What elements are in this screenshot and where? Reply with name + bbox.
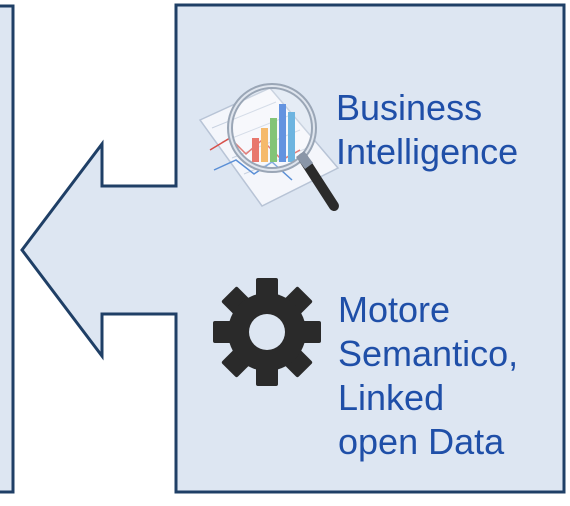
label-line: Business bbox=[336, 87, 483, 128]
magnifier-chart-icon bbox=[198, 83, 340, 211]
label-line: Intelligence bbox=[336, 131, 519, 172]
label-line: Motore bbox=[338, 289, 451, 330]
left-panel bbox=[0, 4, 15, 494]
gear-icon bbox=[213, 278, 321, 386]
label-line: Semantico, bbox=[338, 333, 519, 374]
business-intelligence-label: Business Intelligence bbox=[336, 86, 518, 174]
arrow-callout-shape bbox=[20, 3, 566, 494]
label-line: Linked bbox=[338, 377, 445, 418]
semantic-engine-label: Motore Semantico, Linked open Data bbox=[338, 288, 518, 464]
label-line: open Data bbox=[338, 421, 505, 462]
